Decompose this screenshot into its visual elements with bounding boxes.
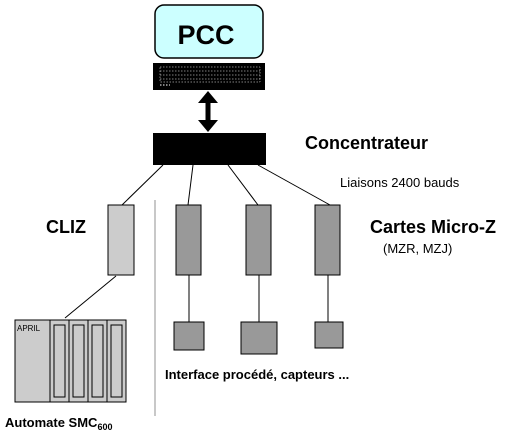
micro-z-card bbox=[314, 204, 341, 276]
concentrator-label: Concentrateur bbox=[305, 133, 428, 153]
interface-box bbox=[240, 321, 278, 355]
bidirectional-arrow bbox=[198, 91, 218, 132]
micro-z-card bbox=[245, 204, 272, 276]
pcc-screen bbox=[154, 4, 264, 59]
interface-box bbox=[314, 321, 344, 349]
automate-label-main: Automate SMC bbox=[5, 415, 98, 430]
automate-label-sub: 600 bbox=[97, 422, 112, 432]
interface-boxes bbox=[173, 321, 344, 355]
cards-sublabel: (MZR, MZJ) bbox=[383, 241, 452, 256]
april-logo: APRIL bbox=[17, 324, 41, 333]
links-label: Liaisons 2400 bauds bbox=[340, 175, 460, 190]
plc-rack bbox=[14, 319, 127, 403]
cliz-box bbox=[107, 204, 135, 276]
concentrator-box bbox=[153, 133, 266, 165]
connection-lines bbox=[121, 164, 331, 206]
pcc-label: PCC bbox=[177, 20, 234, 50]
automate-label: Automate SMC600 bbox=[5, 415, 112, 432]
cliz-label: CLIZ bbox=[46, 217, 86, 237]
micro-z-cards bbox=[175, 204, 341, 276]
card-connectors bbox=[188, 275, 329, 322]
interface-box bbox=[173, 321, 205, 351]
cliz-link bbox=[64, 275, 117, 319]
interface-label: Interface procédé, capteurs ... bbox=[165, 367, 349, 382]
micro-z-card bbox=[175, 204, 202, 276]
cards-label: Cartes Micro-Z bbox=[370, 217, 496, 237]
keyboard-icon bbox=[153, 63, 265, 90]
